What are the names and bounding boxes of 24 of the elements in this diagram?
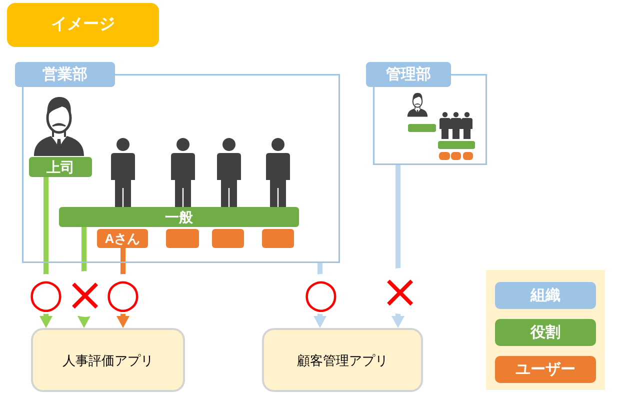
user-tag [439, 152, 450, 160]
department-name: 管理部 [385, 65, 432, 85]
title-badge: イメージ [7, 3, 159, 47]
department-frame [15, 62, 340, 263]
user-tag [212, 229, 244, 248]
department-frame [366, 62, 487, 165]
edge-label: ○ [304, 274, 338, 314]
legend-label: ユーザー [516, 362, 576, 377]
edge-label: ○ [106, 274, 140, 314]
role-bar: 一般 [59, 207, 299, 227]
user-tag [463, 152, 473, 160]
user-tag [166, 229, 199, 248]
edge-label: ○ [28, 274, 64, 314]
app-box: 人事評価アプリ [31, 328, 185, 392]
legend-label: 役割 [530, 325, 560, 340]
role-bar [438, 141, 475, 149]
user-tag [451, 152, 461, 160]
user-tag [262, 229, 294, 248]
user-tag: Aさん [97, 229, 148, 248]
role-bar [408, 124, 436, 132]
department-name: 営業部 [42, 65, 88, 85]
app-box: 顧客管理アプリ [262, 328, 423, 392]
legend-label: 組織 [530, 288, 560, 303]
role-bar: 上司 [29, 157, 92, 177]
